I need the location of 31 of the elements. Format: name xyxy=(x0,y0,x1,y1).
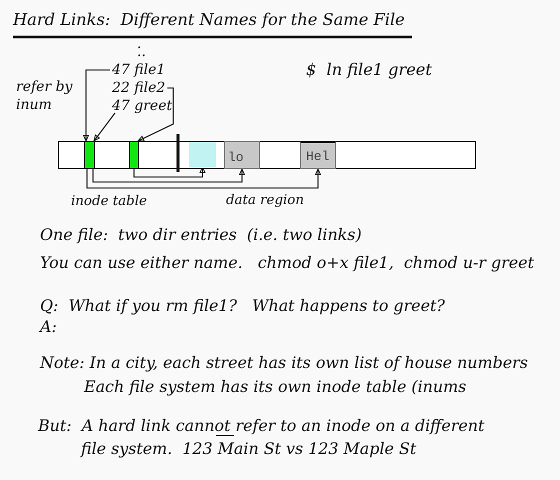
annotation-text: refer by inum xyxy=(16,78,74,114)
directory-entry: 47 greet xyxy=(112,97,172,115)
note-text: Each file system has its own inode table (inums xyxy=(84,377,466,397)
block-text: Hel xyxy=(306,149,330,165)
arrow xyxy=(86,168,321,189)
data-block xyxy=(189,142,216,167)
arrow xyxy=(94,112,116,142)
explanation-text: One file: two dir entries (i.e. two links) xyxy=(40,225,362,245)
arrow xyxy=(92,168,245,183)
command-text: $ ln file1 greet xyxy=(306,61,432,79)
diagram-title: Hard Links: Different Names for the Same File xyxy=(13,10,405,30)
directory-entry: . xyxy=(137,40,142,48)
note-text: Note: In a city, each street has its own list of house numbers xyxy=(40,353,528,373)
explanation-text: You can use either name. chmod o+x file1, chmod u-r greet xyxy=(40,253,534,273)
region-label: data region xyxy=(226,193,304,209)
directory-entry: .. xyxy=(137,48,146,56)
note-text: But: A hard link cannot refer to an inode on a different file system. 123 Main St vs 123 Maple St xyxy=(38,415,486,460)
arrow xyxy=(83,69,110,142)
data-block xyxy=(300,141,336,169)
region-label: inode table xyxy=(71,194,147,210)
answer-prompt: A: xyxy=(40,317,57,337)
inode-block xyxy=(84,141,95,169)
arrow xyxy=(138,87,174,142)
question-text: Q: What if you rm file1? What happens to greet? xyxy=(40,296,445,316)
data-block xyxy=(224,141,260,169)
arrow xyxy=(133,166,206,178)
block-text: lo xyxy=(228,150,244,166)
directory-entry: 22 file2 xyxy=(112,79,166,97)
disk-bar xyxy=(58,141,476,169)
inode-block xyxy=(129,141,139,169)
directory-entry: 47 file1 xyxy=(112,61,166,79)
